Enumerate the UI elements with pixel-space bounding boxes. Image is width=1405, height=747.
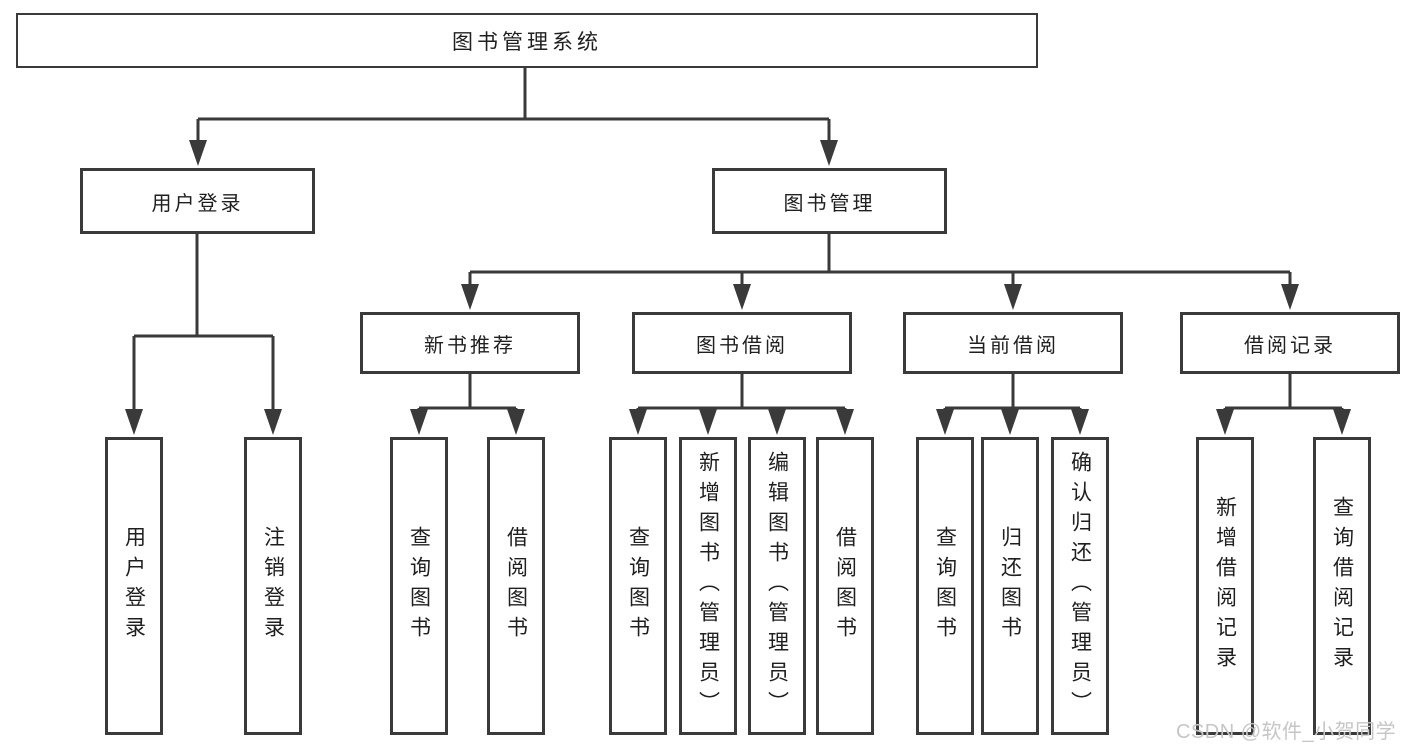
node-group-user-login: 用户登录: [80, 168, 315, 234]
node-add-books-admin: 新增图书（管理员）: [679, 437, 737, 735]
node-label: 查询图书: [626, 526, 650, 646]
node-label: 借阅图书: [504, 526, 528, 646]
node-label: 借阅图书: [833, 526, 857, 646]
node-logout: 注销登录: [244, 437, 302, 735]
node-borrow-records: 借阅记录: [1180, 312, 1400, 374]
node-label: 查询借阅记录: [1330, 496, 1354, 676]
node-label: 归还图书: [998, 526, 1022, 646]
node-borrow-books: 借阅图书: [816, 437, 874, 735]
node-query-books-recommend: 查询图书: [390, 437, 448, 735]
csdn-watermark: CSDN @软件_小贺同学: [1176, 721, 1397, 743]
node-add-borrow-record: 新增借阅记录: [1196, 437, 1254, 735]
node-label: 用户登录: [122, 526, 146, 646]
node-label: 编辑图书（管理员）: [765, 451, 789, 721]
node-new-book-recommend: 新书推荐: [360, 312, 580, 374]
node-book-borrow: 图书借阅: [632, 312, 852, 374]
node-root: 图书管理系统: [16, 13, 1038, 68]
node-query-books-borrow: 查询图书: [609, 437, 667, 735]
node-user-login: 用户登录: [105, 437, 163, 735]
node-label: 新书推荐: [424, 334, 516, 357]
node-borrow-books-recommend: 借阅图书: [487, 437, 545, 735]
node-label: 确认归还（管理员）: [1068, 451, 1092, 721]
node-label: 新增图书（管理员）: [696, 451, 720, 721]
arrowheads: [125, 140, 1351, 435]
node-root-label: 图书管理系统: [452, 30, 602, 54]
node-confirm-return-admin: 确认归还（管理员）: [1051, 437, 1109, 735]
node-label: 当前借阅: [967, 334, 1059, 357]
node-label: 查询图书: [933, 526, 957, 646]
node-current-borrow: 当前借阅: [903, 312, 1123, 374]
node-label: 图书借阅: [696, 334, 788, 357]
node-label: 新增借阅记录: [1213, 496, 1237, 676]
node-label: 查询图书: [407, 526, 431, 646]
node-label: 图书管理: [783, 192, 876, 215]
node-label: 用户登录: [151, 192, 244, 215]
node-label: 注销登录: [261, 526, 285, 646]
node-query-borrow-record: 查询借阅记录: [1313, 437, 1371, 735]
node-query-books-current: 查询图书: [916, 437, 974, 735]
node-label: 借阅记录: [1244, 334, 1336, 357]
node-group-book-management: 图书管理: [712, 168, 947, 234]
node-return-books: 归还图书: [981, 437, 1039, 735]
node-edit-books-admin: 编辑图书（管理员）: [748, 437, 806, 735]
